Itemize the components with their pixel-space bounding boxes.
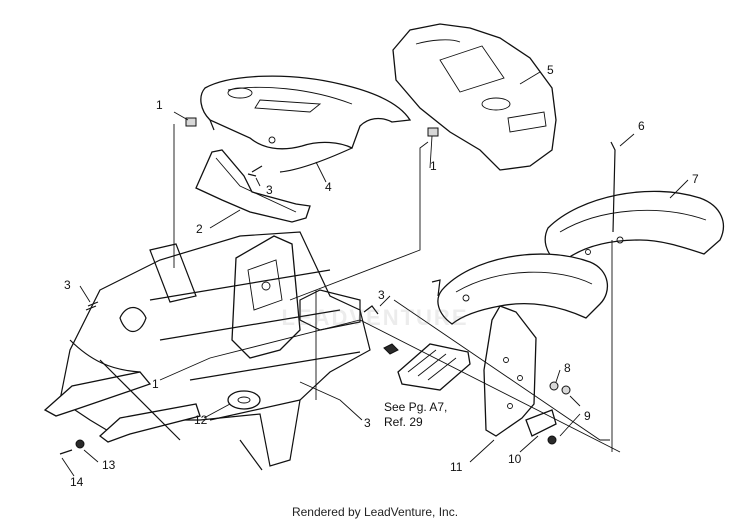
- callout-5: 5: [547, 63, 554, 77]
- callout-14: 14: [70, 475, 84, 489]
- reference-note-line1: See Pg. A7,: [384, 400, 448, 414]
- callout-3-upper: 3: [266, 183, 273, 197]
- callout-8: 8: [564, 361, 571, 375]
- main-frame[interactable]: [43, 231, 371, 471]
- part-4-front-cover[interactable]: [200, 75, 412, 173]
- reference-note-line2: Ref. 29: [384, 415, 423, 429]
- part-11-fender-mudflap[interactable]: [437, 253, 609, 437]
- leader-lines: [61, 71, 689, 477]
- callout-2: 2: [196, 222, 203, 236]
- callout-10: 10: [508, 452, 522, 466]
- callout-6: 6: [638, 119, 645, 133]
- callout-1-bottom: 1: [152, 377, 159, 391]
- callout-3-lower: 3: [364, 416, 371, 430]
- part-5-rear-console[interactable]: [392, 23, 557, 171]
- callout-1-top-right: 1: [430, 159, 437, 173]
- footer-credit: Rendered by LeadVenture, Inc.: [291, 505, 459, 519]
- callout-13: 13: [102, 458, 116, 472]
- reference-note: See Pg. A7, Ref. 29: [384, 400, 447, 430]
- callout-9: 9: [584, 409, 591, 423]
- footrest-assembly[interactable]: [383, 343, 471, 391]
- callout-11: 11: [450, 460, 463, 474]
- callout-1-top-left: 1: [156, 98, 163, 112]
- callout-7: 7: [692, 172, 699, 186]
- hardware: [59, 117, 616, 455]
- callout-3-left: 3: [64, 278, 71, 292]
- watermark-text: LEADVENTURE: [281, 305, 469, 330]
- callout-12: 12: [194, 413, 208, 427]
- callout-4: 4: [325, 180, 332, 194]
- part-2-bracket[interactable]: [195, 149, 311, 223]
- part-7-rear-fender[interactable]: [544, 190, 724, 263]
- callout-3-center: 3: [378, 288, 385, 302]
- part-10-bracket[interactable]: [525, 409, 557, 437]
